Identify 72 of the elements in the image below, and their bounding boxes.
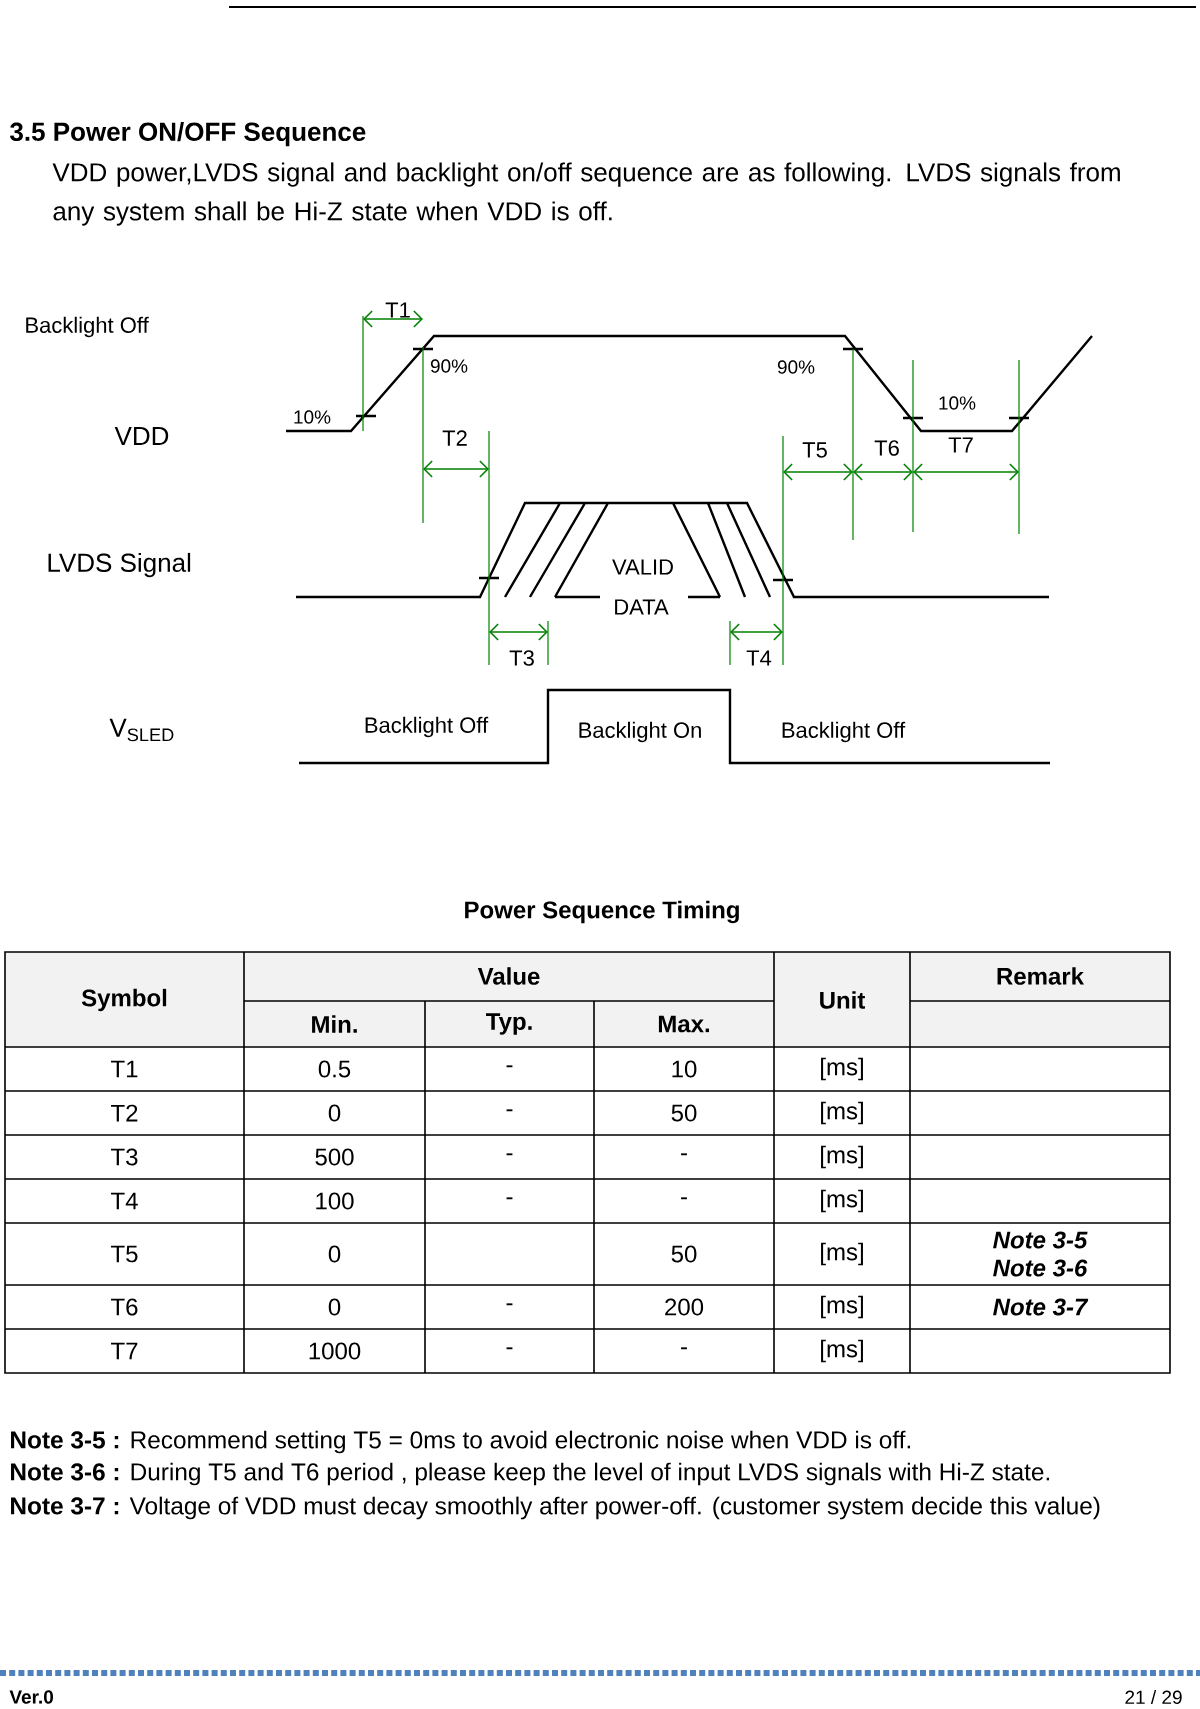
- state-label: Backlight On: [579, 721, 701, 743]
- table-value: 1000: [309, 1342, 361, 1360]
- table-value: -: [681, 1197, 687, 1200]
- table-value: T1: [111, 1060, 138, 1078]
- column-header: Value: [477, 967, 540, 985]
- table-value: 0: [328, 1298, 341, 1316]
- remark-note: Note 3-6: [993, 1259, 1088, 1277]
- state-label: Backlight Off: [782, 721, 906, 743]
- note-text: Note 3-6 : During T5 and T6 period , please keep the level of input LVDS signals with Hi-Z state.: [11, 1462, 1049, 1486]
- table-value: 0: [328, 1104, 341, 1122]
- table-value: T7: [111, 1342, 138, 1360]
- table-value: -: [681, 1347, 687, 1350]
- version-label: Ver.0: [9, 1690, 53, 1704]
- column-header: Symbol: [81, 988, 167, 1012]
- table-value: 0.5: [318, 1060, 351, 1078]
- percent-label: 10%: [294, 410, 331, 424]
- table-value: 0: [328, 1245, 341, 1263]
- table-value: -: [506, 1303, 513, 1306]
- signal-name: V$_{SLED}$: [109, 718, 174, 742]
- table-value: 100: [316, 1192, 354, 1210]
- state-label: Backlight Off: [365, 716, 489, 738]
- percent-label: 90%: [777, 360, 815, 374]
- table-value: [ms]: [821, 1242, 863, 1266]
- table-value: T3: [111, 1148, 138, 1166]
- timing-label: T5: [802, 442, 827, 458]
- table-value: -: [506, 1065, 513, 1068]
- page-number: 21 / 29: [1125, 1690, 1182, 1704]
- table-value: T5: [111, 1245, 138, 1263]
- column-header: Min.: [312, 1015, 357, 1033]
- table-title: Power Sequence Timing: [465, 900, 739, 924]
- table-value: -: [506, 1347, 513, 1350]
- timing-label: T7: [948, 437, 973, 453]
- percent-label: 90%: [430, 359, 468, 373]
- column-header: Remark: [997, 967, 1084, 985]
- timing-label: T3: [509, 650, 534, 666]
- data-label: DATA: [615, 599, 669, 615]
- table-value: [ms]: [821, 1145, 863, 1169]
- table-value: 200: [665, 1298, 704, 1316]
- column-header: Typ.: [486, 1013, 532, 1035]
- timing-label: T4: [746, 650, 772, 666]
- signal-name: LVDS Signal: [48, 552, 191, 578]
- state-label: Backlight Off: [26, 316, 149, 338]
- table-value: T6: [111, 1298, 138, 1316]
- table-value: T4: [111, 1192, 138, 1210]
- table-value: -: [506, 1109, 513, 1112]
- note-text: Note 3-5 : Recommend setting T5 = 0ms to avoid electronic noise when VDD is off.: [11, 1430, 910, 1454]
- table-value: [ms]: [821, 1295, 863, 1319]
- column-header: Max.: [658, 1015, 709, 1033]
- section-title: 3.5 Power ON/OFF Sequence: [10, 121, 366, 147]
- remark-note: Note 3-5: [993, 1231, 1088, 1249]
- table-value: -: [506, 1153, 513, 1156]
- table-value: 50: [671, 1245, 697, 1263]
- column-header: Unit: [820, 991, 865, 1009]
- table-value: [ms]: [821, 1057, 863, 1081]
- table-value: [ms]: [821, 1339, 863, 1363]
- table-value: -: [681, 1153, 687, 1156]
- table-value: [ms]: [821, 1189, 863, 1213]
- table-value: [ms]: [821, 1101, 863, 1125]
- table-value: -: [506, 1197, 513, 1200]
- remark-note: Note 3-7: [993, 1298, 1089, 1316]
- table-value: 50: [671, 1104, 697, 1122]
- note-text: Note 3-7 : Voltage of VDD must decay smoothly after power-off. (customer system decide this value): [11, 1496, 1100, 1520]
- percent-label: 10%: [939, 396, 976, 410]
- timing-label: T6: [874, 440, 899, 456]
- table-value: 500: [315, 1148, 354, 1166]
- timing-label: T2: [442, 430, 467, 446]
- table-value: T2: [111, 1104, 138, 1122]
- signal-name: VDD: [114, 427, 169, 445]
- data-label: VALID: [612, 559, 673, 575]
- table-value: 10: [672, 1060, 697, 1078]
- timing-label: T1: [385, 302, 410, 318]
- intro-paragraph: VDD power,LVDS signal and backlight on/off sequence are as following. LVDS signals from any system shall be Hi-Z state when VDD is off.: [52, 162, 1120, 226]
